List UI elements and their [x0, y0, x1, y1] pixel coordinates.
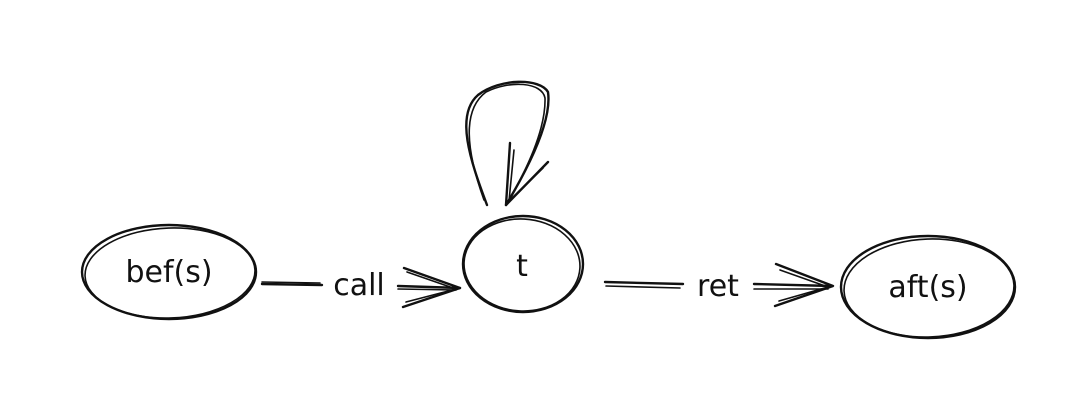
node-bef: bef(s)	[80, 223, 258, 321]
node-t-label: t	[516, 249, 528, 284]
edge-ret-label: ret	[697, 269, 739, 304]
arrowhead-icon	[773, 262, 835, 308]
arrowhead-icon	[401, 266, 462, 309]
node-t: t	[461, 214, 585, 314]
node-aft: aft(s)	[839, 234, 1017, 340]
edge-call: call	[260, 266, 462, 309]
edge-ret: ret	[603, 262, 835, 308]
node-bef-label: bef(s)	[125, 255, 212, 290]
edge-call-label: call	[333, 268, 385, 303]
node-aft-label: aft(s)	[888, 270, 967, 305]
edge-self-loop	[465, 80, 550, 207]
